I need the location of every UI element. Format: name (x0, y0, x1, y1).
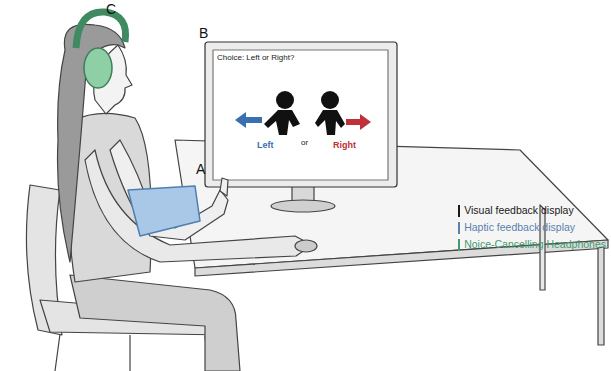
legs (70, 275, 240, 371)
headphone-band (76, 12, 126, 48)
legend-row: Noice-Cancelling Headphones (458, 238, 606, 251)
choice-label: or (301, 138, 308, 147)
legend-row: Haptic feedback display (458, 221, 575, 234)
legend-swatch (458, 222, 460, 234)
choice-label: Right (333, 140, 356, 150)
legend-text: Haptic feedback display (458, 221, 575, 233)
monitor-base (271, 200, 335, 212)
arm (110, 140, 228, 240)
legend-swatch (458, 239, 460, 251)
figure-head (276, 91, 294, 109)
figure-head (321, 91, 339, 109)
haptic-band (128, 186, 200, 236)
legend-row: Visual feedback display (458, 204, 574, 217)
chair-legs (55, 334, 208, 371)
callout-letter: A (196, 162, 205, 176)
legend-text: Noice-Cancelling Headphones (458, 238, 606, 250)
callout-letter: B (199, 26, 208, 40)
left-arrow (235, 112, 262, 128)
figure-body (315, 110, 345, 135)
monitor-screen (213, 50, 388, 180)
desk-leg (598, 247, 604, 345)
legend-swatch (458, 205, 460, 217)
headphone-cup (84, 48, 112, 88)
thumb (220, 178, 228, 196)
mouse (295, 240, 317, 252)
callout-letter: C (106, 2, 116, 16)
monitor-bezel (205, 42, 397, 187)
legend-text: Visual feedback display (458, 204, 574, 216)
screen-node: Choice: Left or Right? Left or Right (213, 50, 388, 180)
figure-body (264, 110, 300, 135)
right-arrow (346, 114, 371, 130)
choice-label: Left (257, 140, 274, 150)
screen-prompt: Choice: Left or Right? (217, 53, 294, 62)
